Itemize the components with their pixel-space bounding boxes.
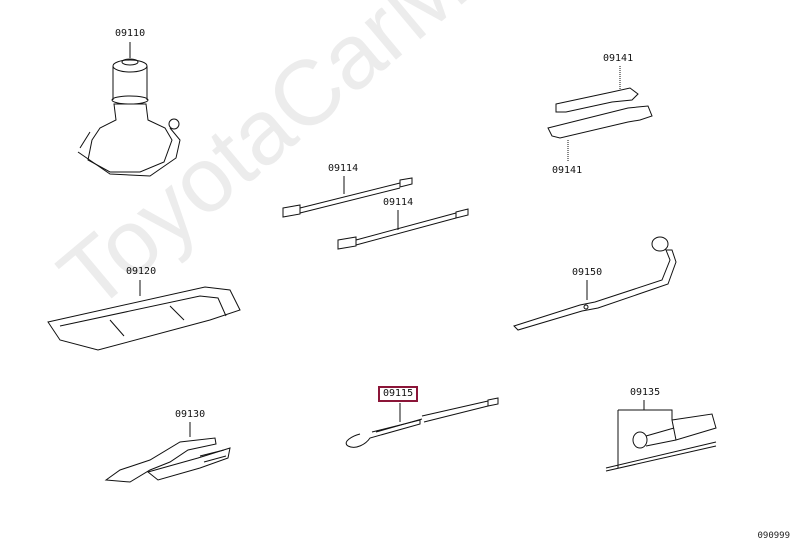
wrenches-illustration	[547, 66, 653, 162]
part-label-09115-highlighted[interactable]: 09115	[378, 386, 419, 402]
part-label-09141-bottom[interactable]: 09141	[552, 165, 583, 176]
part-label-09135[interactable]: 09135	[630, 387, 661, 398]
diagram-id: 090999	[757, 531, 790, 541]
part-label-09150[interactable]: 09150	[572, 267, 603, 278]
part-label-09120[interactable]: 09120	[126, 266, 157, 277]
wheel-nut-wrench-illustration	[513, 236, 677, 331]
extensions-illustration	[282, 176, 469, 250]
part-label-09141-top[interactable]: 09141	[603, 53, 634, 64]
part-label-09114-a[interactable]: 09114	[328, 163, 359, 174]
part-label-09130[interactable]: 09130	[175, 409, 206, 420]
part-label-09114-b[interactable]: 09114	[383, 197, 414, 208]
jack-handle-illustration	[345, 397, 499, 448]
jack-illustration	[77, 42, 181, 177]
tool-bag-illustration	[47, 280, 241, 351]
part-label-09110[interactable]: 09110	[115, 28, 146, 39]
pliers-illustration	[104, 422, 231, 483]
screwdriver-illustration	[605, 400, 717, 472]
